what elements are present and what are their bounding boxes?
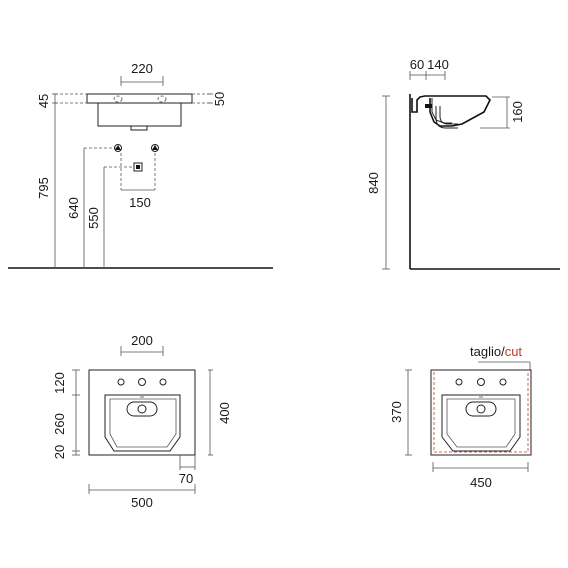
cut-line [433,372,529,453]
dim-160: 160 [510,101,525,123]
basin-bowl [97,103,182,127]
dim-500: 500 [131,495,153,510]
drain-top [126,401,158,417]
dim-840: 840 [366,172,381,194]
dim-60: 60 [410,57,424,72]
dim-20: 20 [52,445,67,459]
side-view: 60 140 160 840 [366,57,560,270]
trap-pipe [435,106,458,129]
dim-220: 220 [131,61,153,76]
dim-45: 45 [36,94,51,108]
dim-140: 140 [427,57,449,72]
cut-label-accent: cut [505,344,523,359]
dim-150: 150 [129,195,151,210]
drain-outlet [130,125,148,131]
front-view: 220 45 50 795 640 550 [8,61,273,269]
dim-120: 120 [52,372,67,394]
dim-640: 640 [66,197,81,219]
dim-795: 795 [36,177,51,199]
top-view: 200 120 260 20 400 70 [52,333,232,510]
supply-pipe-left-icon [115,145,121,150]
dim-400: 400 [217,402,232,424]
cut-view: taglio/cut 370 450 [389,344,532,490]
basin-bowl-top [104,394,181,452]
dim-260: 260 [52,413,67,435]
cut-basin-outline [430,369,532,456]
dim-550: 550 [86,207,101,229]
basin-rim [86,93,193,104]
supply-pipe-right-icon [152,145,158,150]
basin-profile [411,95,491,127]
cut-label-main: taglio/ [470,344,505,359]
dim-370: 370 [389,401,404,423]
dim-50: 50 [212,92,227,106]
dim-450: 450 [470,475,492,490]
dim-200: 200 [131,333,153,348]
basin-outline [88,369,196,456]
dim-70: 70 [179,471,193,486]
cut-label: taglio/cut [470,344,522,359]
